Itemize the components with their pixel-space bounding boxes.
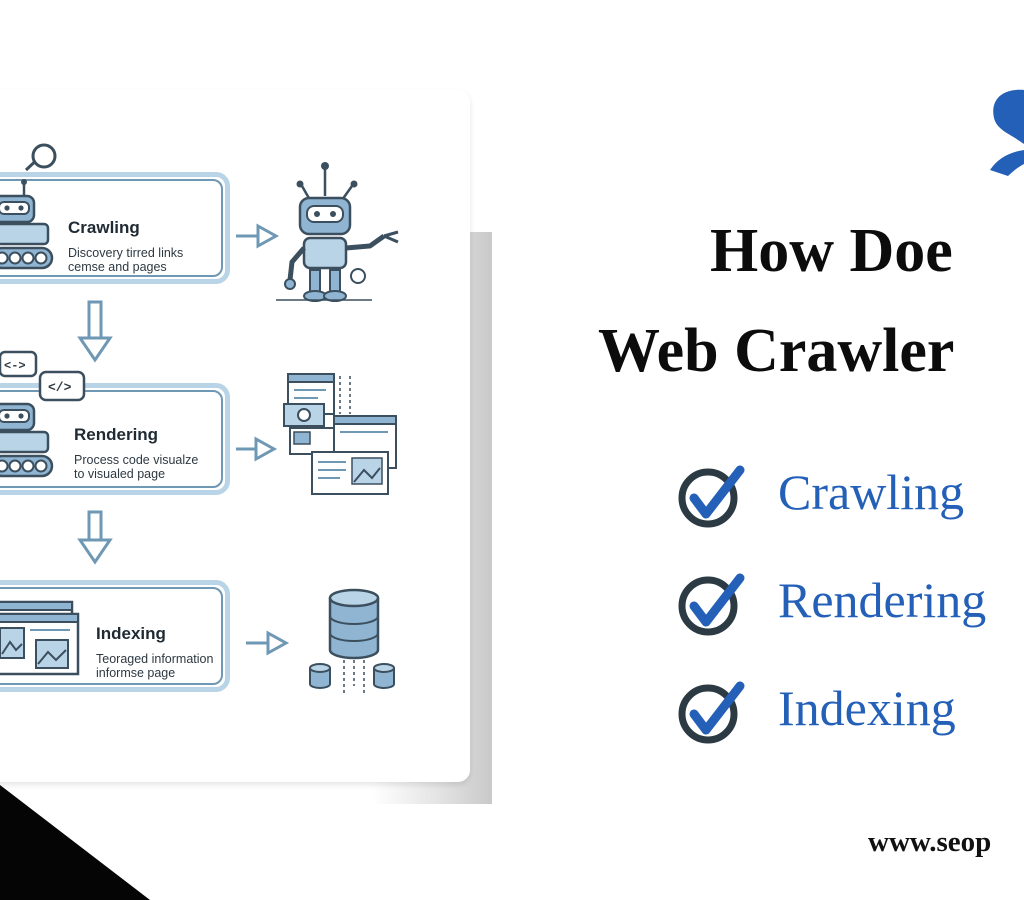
arrow-right-2 [236, 436, 278, 462]
checklist-label: Crawling [778, 464, 965, 520]
stage-desc-crawling: Discovery tirred links cemse and pages [68, 246, 184, 274]
diagram-artwork: <-> </> [0, 143, 399, 696]
code-tag-1: <-> [4, 359, 26, 373]
brand-logo-icon [990, 89, 1024, 176]
stage-title-crawling: Crawling [68, 218, 140, 237]
check-circle-icon [678, 681, 745, 744]
stage-title-indexing: Indexing [96, 624, 166, 643]
code-robot-icon [0, 350, 86, 478]
headline-line-2: Web Crawler [598, 317, 955, 385]
robot-icon [276, 162, 399, 302]
arrow-right-3 [246, 630, 290, 656]
code-tag-2: </> [48, 380, 72, 395]
website-url: www.seop [868, 826, 992, 858]
check-circle-icon [678, 465, 745, 528]
check-circle-icon [678, 573, 745, 636]
arrow-down-2 [77, 510, 113, 565]
headline-line-1: How Doe [710, 217, 953, 285]
arrow-right-1 [236, 223, 280, 249]
checklist-label: Rendering [778, 572, 987, 628]
arrow-down-1 [77, 300, 113, 363]
browser-window-icon [0, 600, 80, 676]
database-icon [309, 588, 395, 696]
stage-title-rendering: Rendering [74, 425, 159, 444]
webpage-layout-icon [283, 373, 397, 495]
corner-triangle [0, 785, 150, 900]
crawler-robot-icon [0, 143, 57, 270]
stage-desc-rendering: Process code visualze to visualed page [74, 453, 199, 481]
checklist-label: Indexing [778, 680, 956, 736]
stage-desc-indexing: Teoraged information informse page [96, 652, 214, 680]
